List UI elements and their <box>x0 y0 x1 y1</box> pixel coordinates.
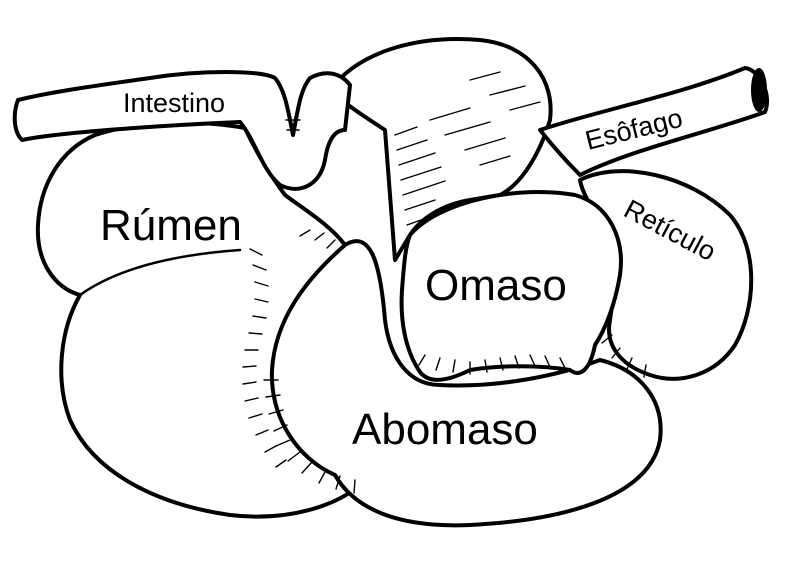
label-rumen: Rúmen <box>100 201 242 250</box>
label-abomaso: Abomaso <box>352 405 538 454</box>
label-omaso: Omaso <box>425 261 567 310</box>
esofago-opening <box>751 68 767 112</box>
dorsal-sac <box>328 37 553 262</box>
esofago <box>538 66 769 177</box>
label-intestino: Intestino <box>123 88 225 118</box>
abomaso <box>263 239 663 528</box>
omaso <box>399 189 623 382</box>
intestino <box>12 70 352 191</box>
